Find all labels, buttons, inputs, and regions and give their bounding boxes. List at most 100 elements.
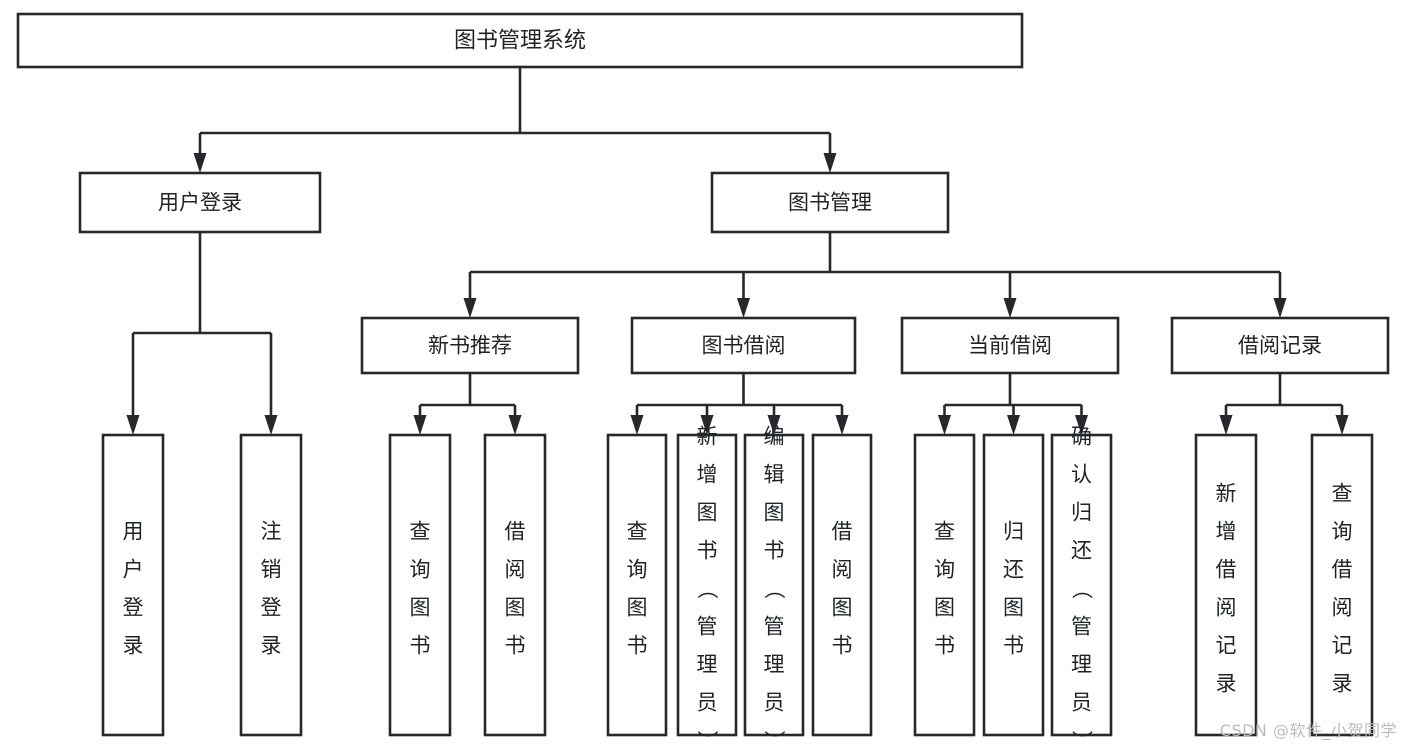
node-label-bb-add-book-glyph: 员: [697, 691, 718, 715]
node-label-bb-add-book-glyph: ）: [695, 730, 719, 747]
node-label-bb-query-book-glyph: 图: [627, 596, 648, 620]
user-login-to-leaf-user-logout-arrowhead: [264, 415, 278, 435]
node-label-bb-borrow-book-glyph: 阅: [832, 558, 853, 582]
book-borrow-to-bb-query-book-arrowhead: [630, 415, 644, 435]
node-label-bb-borrow-book-glyph: 图: [832, 596, 853, 620]
node-label-book-manage: 图书管理: [788, 191, 872, 215]
node-label-cb-confirm-return-glyph: 管: [1071, 615, 1092, 639]
node-label-leaf-user-login-glyph: 录: [123, 634, 144, 658]
node-box-bb-add-book[interactable]: [676, 433, 738, 737]
node-label-bb-edit-book-glyph: 图: [764, 501, 785, 525]
node-label-cb-confirm-return-glyph: 认: [1071, 463, 1092, 487]
node-label-bb-query-book-glyph: 询: [627, 558, 648, 582]
node-label-bb-edit-book-glyph: 辑: [764, 463, 785, 487]
node-label-nbr-borrow-book-glyph: 阅: [505, 558, 526, 582]
book-borrow-to-bb-add-book-arrowhead: [700, 415, 714, 435]
current-borrow-to-cb-confirm-return-arrowhead: [1075, 415, 1088, 435]
node-label-bb-edit-book-glyph: 理: [764, 653, 785, 677]
node-layer: 图书管理系统用户登录图书管理新书推荐图书借阅当前借阅借阅记录用户登录注销登录查询…: [16, 12, 1390, 747]
watermark-label: CSDN @软件_小贺同学: [1219, 721, 1397, 740]
node-box-leaf-user-login[interactable]: [101, 433, 165, 737]
node-label-bb-add-book-glyph: （: [695, 578, 719, 599]
node-box-leaf-user-logout[interactable]: [239, 433, 303, 737]
node-label-cb-confirm-return-glyph: 确: [1071, 425, 1092, 449]
current-borrow-to-cb-query-book-arrowhead: [938, 415, 951, 435]
root-to-user-login-arrowhead: [193, 153, 207, 173]
node-label-cb-query-book-glyph: 询: [934, 558, 955, 582]
node-label-bb-edit-book-glyph: 员: [764, 691, 785, 715]
book-manage-to-current-borrow-arrowhead: [1003, 298, 1017, 318]
node-label-cb-query-book-glyph: 图: [934, 596, 955, 620]
node-label-leaf-user-logout-glyph: 注: [261, 520, 282, 544]
node-label-leaf-user-login-glyph: 户: [123, 558, 144, 582]
borrow-record-to-br-add-record-arrowhead: [1219, 415, 1233, 435]
node-label-cb-confirm-return-glyph: 还: [1071, 539, 1092, 563]
node-label-leaf-user-logout-glyph: 销: [261, 558, 282, 582]
root-to-book-manage-arrowhead: [823, 153, 837, 173]
node-box-new-book-recommend[interactable]: [360, 316, 580, 375]
node-label-br-query-record-glyph: 询: [1332, 520, 1353, 544]
node-box-book-manage[interactable]: [710, 171, 950, 234]
node-box-bb-borrow-book[interactable]: [811, 433, 873, 737]
node-label-leaf-user-login: 用户登录: [123, 520, 144, 658]
current-borrow-to-cb-return-book-arrowhead: [1007, 415, 1020, 435]
user-login-to-leaf-user-login-arrowhead: [126, 415, 140, 435]
node-label-nbr-query-book-glyph: 书: [410, 634, 431, 658]
node-label-br-add-record-glyph: 阅: [1216, 596, 1237, 620]
node-label-cb-confirm-return-glyph: （: [1070, 578, 1094, 599]
node-label-leaf-user-login-glyph: 用: [123, 520, 144, 544]
node-box-nbr-query-book[interactable]: [388, 433, 452, 737]
node-box-bb-edit-book[interactable]: [743, 433, 805, 737]
node-label-nbr-borrow-book-glyph: 图: [505, 596, 526, 620]
node-box-bb-query-book[interactable]: [606, 433, 668, 737]
node-box-cb-query-book[interactable]: [913, 433, 976, 737]
node-label-cb-return-book-glyph: 书: [1003, 634, 1024, 658]
node-box-br-query-record[interactable]: [1310, 433, 1374, 737]
borrow-record-to-br-query-record-arrowhead: [1335, 415, 1349, 435]
node-label-br-add-record-glyph: 借: [1216, 558, 1237, 582]
node-label-bb-query-book-glyph: 书: [627, 634, 648, 658]
node-label-bb-edit-book-glyph: 书: [764, 539, 785, 563]
new-book-recommend-to-nbr-query-book-arrowhead: [413, 415, 427, 435]
node-label-cb-return-book-glyph: 图: [1003, 596, 1024, 620]
node-box-user-login[interactable]: [78, 171, 322, 234]
node-label-br-add-record-glyph: 增: [1216, 520, 1237, 544]
node-box-cb-confirm-return[interactable]: [1050, 433, 1113, 737]
node-label-bb-edit-book-glyph: （: [762, 578, 786, 599]
node-box-root[interactable]: [16, 12, 1024, 69]
node-label-nbr-query-book-glyph: 图: [410, 596, 431, 620]
book-borrow-to-bb-edit-book-arrowhead: [767, 415, 781, 435]
node-box-cb-return-book[interactable]: [982, 433, 1045, 737]
node-label-bb-query-book-glyph: 查: [627, 520, 648, 544]
node-label-leaf-user-logout-glyph: 录: [261, 634, 282, 658]
node-label-bb-edit-book-glyph: ）: [762, 730, 786, 747]
node-label-cb-return-book-glyph: 还: [1003, 558, 1024, 582]
node-label-cb-query-book-glyph: 书: [934, 634, 955, 658]
node-box-current-borrow[interactable]: [900, 316, 1120, 375]
node-box-book-borrow[interactable]: [630, 316, 857, 375]
node-label-cb-confirm-return-glyph: 员: [1071, 691, 1092, 715]
node-label-nbr-borrow-book-glyph: 借: [505, 520, 526, 544]
node-label-leaf-user-logout-glyph: 登: [261, 596, 282, 620]
node-label-bb-add-book-glyph: 图: [697, 501, 718, 525]
node-label-bb-borrow-book-glyph: 借: [832, 520, 853, 544]
node-box-br-add-record[interactable]: [1194, 433, 1258, 737]
node-box-nbr-borrow-book[interactable]: [483, 433, 547, 737]
node-label-cb-return-book-glyph: 归: [1003, 520, 1024, 544]
node-label-bb-edit-book-glyph: 管: [764, 615, 785, 639]
node-box-borrow-record[interactable]: [1170, 316, 1390, 375]
book-manage-to-new-book-recommend-arrowhead: [463, 298, 477, 318]
node-label-br-query-record-glyph: 录: [1332, 672, 1353, 696]
